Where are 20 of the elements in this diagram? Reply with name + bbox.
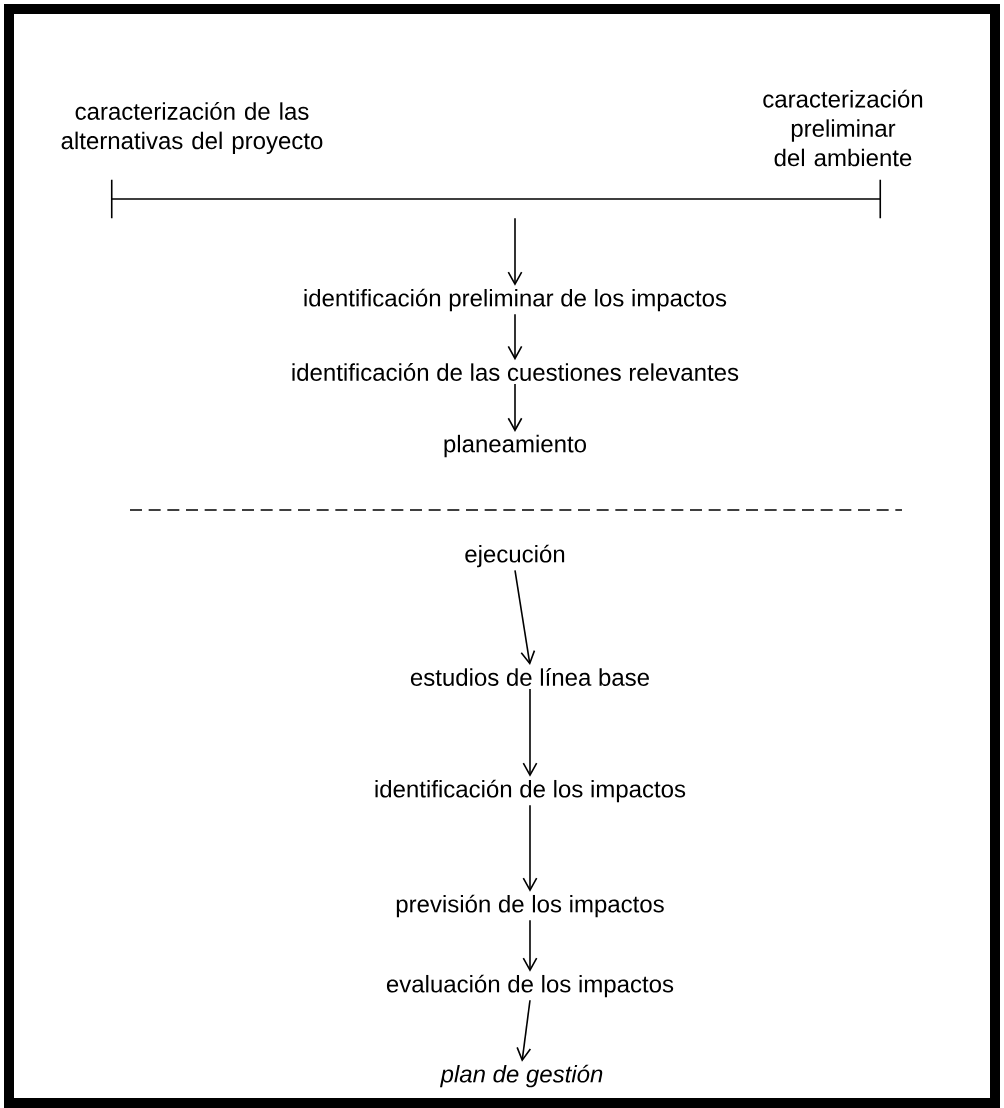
step-text: identificación preliminar de los impactos bbox=[304, 288, 727, 312]
arrow bbox=[522, 688, 538, 777]
arrow bbox=[507, 217, 523, 286]
step-text: planeamiento bbox=[444, 434, 586, 458]
step-text: identificación de las cuestiones relevantes bbox=[292, 363, 739, 381]
arrow bbox=[522, 919, 538, 972]
step-text: previsión de los impactos bbox=[396, 894, 664, 918]
step-text: evaluación de los impactos bbox=[386, 974, 674, 998]
arrow bbox=[507, 383, 523, 432]
bracket-bar bbox=[110, 178, 882, 220]
step-text: plan de gestión bbox=[440, 1064, 603, 1088]
step-text: caracterización preliminar del ambiente bbox=[763, 89, 923, 167]
arrow bbox=[514, 569, 536, 666]
arrow bbox=[507, 313, 523, 361]
step-text: estudios de línea base bbox=[410, 668, 649, 686]
step-text: caracterización de las alternativas del proyecto bbox=[61, 102, 323, 154]
step-text: identificación de los impactos bbox=[375, 779, 686, 803]
arrow bbox=[516, 999, 532, 1062]
step-text: ejecución bbox=[465, 544, 565, 568]
arrow bbox=[522, 804, 538, 892]
